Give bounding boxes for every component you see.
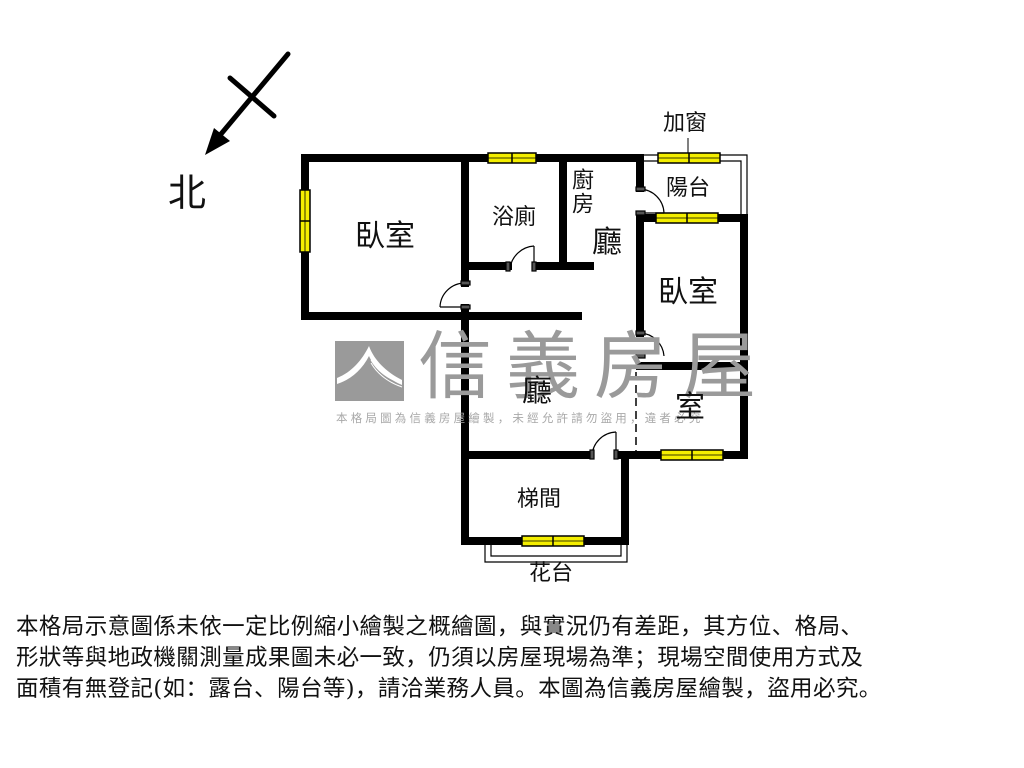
room-label-bathroom: 浴廁: [492, 205, 537, 230]
door-bedroom-right: [635, 330, 665, 359]
doors: [439, 186, 665, 460]
door-stairwell: [589, 431, 619, 460]
window-room-south: [660, 449, 724, 461]
room-label-hall-upper: 廳: [592, 225, 622, 260]
floor-plan: [205, 51, 748, 563]
window-bedroom-north: [655, 212, 719, 224]
disclaimer: 本格局示意圖係未依一定比例縮小繪製之概繪圖，與實況仍有差距，其方位、格局、 形狀…: [16, 612, 1016, 705]
watermark-brand: 信義房屋: [418, 324, 770, 410]
sinyi-logo-icon: [335, 341, 404, 401]
room-label-balcony: 陽台: [666, 176, 711, 201]
window-stairwell: [521, 535, 585, 547]
disclaimer-line: 本格局示意圖係未依一定比例縮小繪製之概繪圖，與實況仍有差距，其方位、格局、: [16, 614, 864, 640]
window-bathroom: [487, 152, 537, 164]
room-label-bedroom-right: 臥室: [658, 275, 718, 310]
room-label-flower-bed: 花台: [529, 561, 574, 586]
room-label-living-hall: 廳: [522, 374, 552, 409]
disclaimer-line: 面積有無登記(如：露台、陽台等)，請洽業務人員。本圖為信義房屋繪製，盜用必究。: [16, 676, 882, 702]
door-bedroom-main: [439, 280, 471, 310]
annotation-added-window: 加窗: [663, 111, 708, 136]
window-bedroom-west: [299, 189, 311, 253]
window-balcony-added: [657, 152, 721, 164]
room-label-kitchen: 廚房: [568, 168, 593, 216]
north-arrow-icon: [213, 51, 291, 143]
room-label-room-right-lower: 室: [675, 390, 705, 425]
windows: [299, 152, 724, 547]
disclaimer-line: 形狀等與地政機關測量成果圖未必一致，仍須以房屋現場為準；現場空間使用方式及: [16, 645, 864, 671]
north-label: 北: [168, 171, 207, 215]
flower-bed-railing: [484, 541, 628, 563]
room-label-stairwell: 梯間: [517, 487, 562, 512]
room-label-bedroom-main: 臥室: [355, 219, 415, 254]
north-arrow-head: [205, 128, 230, 155]
watermark-notice: 本格局圖為信義房屋繪製，未經允許請勿盜用，違者必究: [336, 411, 704, 425]
door-bathroom: [505, 245, 537, 272]
door-balcony: [635, 186, 665, 216]
